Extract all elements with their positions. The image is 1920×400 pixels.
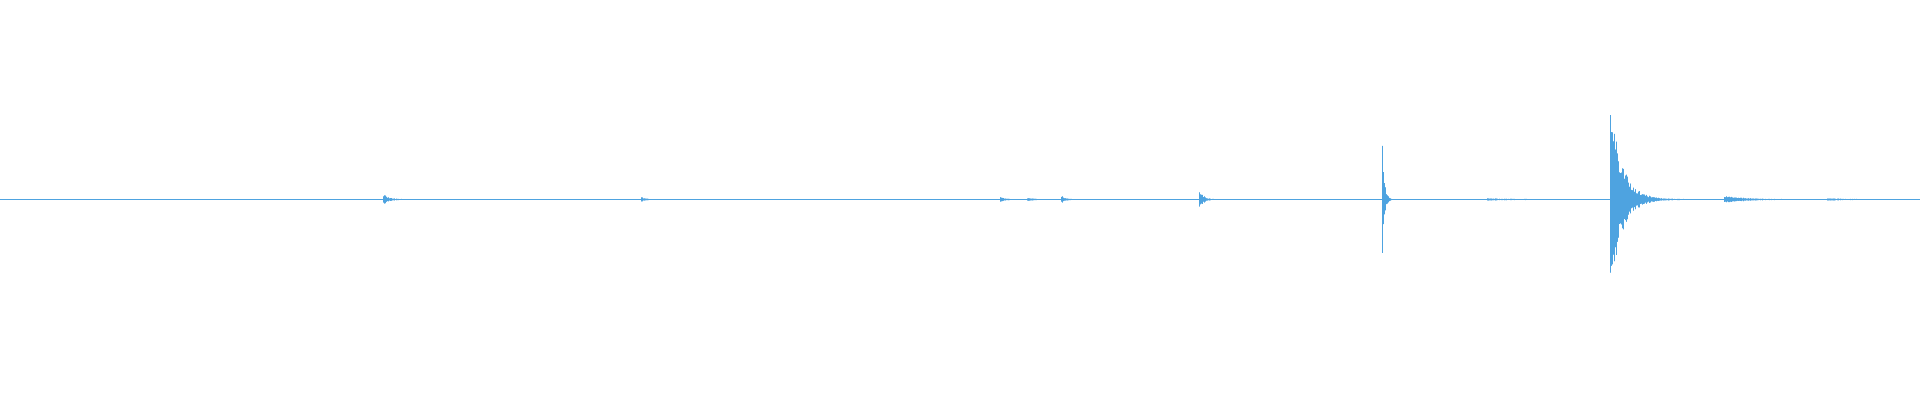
waveform-samples [9,114,1910,273]
